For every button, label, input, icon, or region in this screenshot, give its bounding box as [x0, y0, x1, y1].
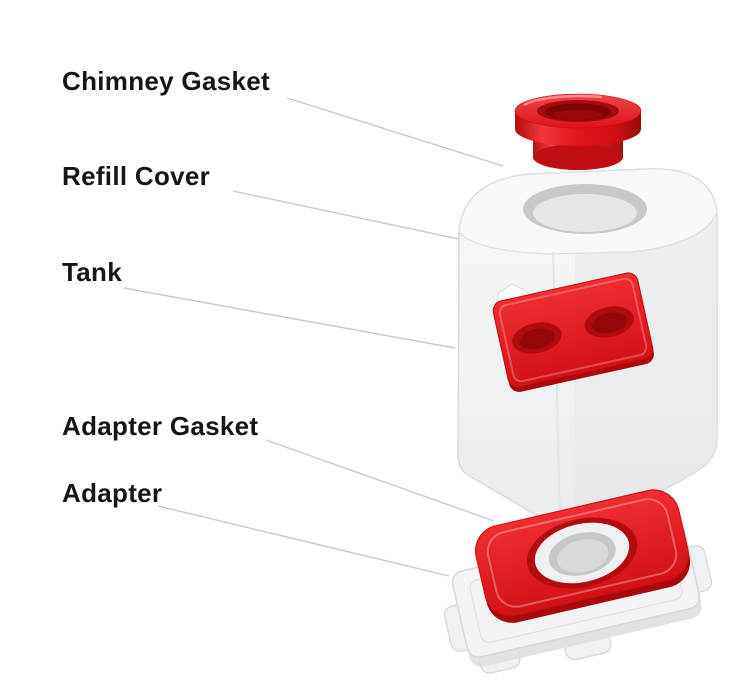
adapter-gasket-part — [475, 489, 691, 623]
tank-red-panel — [492, 272, 654, 392]
leader-line-adapter — [157, 505, 450, 577]
label-tank: Tank — [62, 257, 122, 287]
leader-line-tank — [123, 287, 456, 349]
label-adapter-gasket: Adapter Gasket — [62, 411, 259, 441]
leader-line-refill-cover — [232, 190, 469, 242]
chimney-gasket-part — [514, 93, 642, 170]
leader-line-adapter-gasket — [265, 439, 495, 522]
leader-lines — [123, 97, 504, 577]
leader-line-chimney-gasket — [286, 97, 504, 167]
label-refill-cover: Refill Cover — [62, 161, 211, 191]
label-adapter: Adapter — [62, 478, 163, 508]
label-chimney-gasket: Chimney Gasket — [62, 66, 270, 96]
